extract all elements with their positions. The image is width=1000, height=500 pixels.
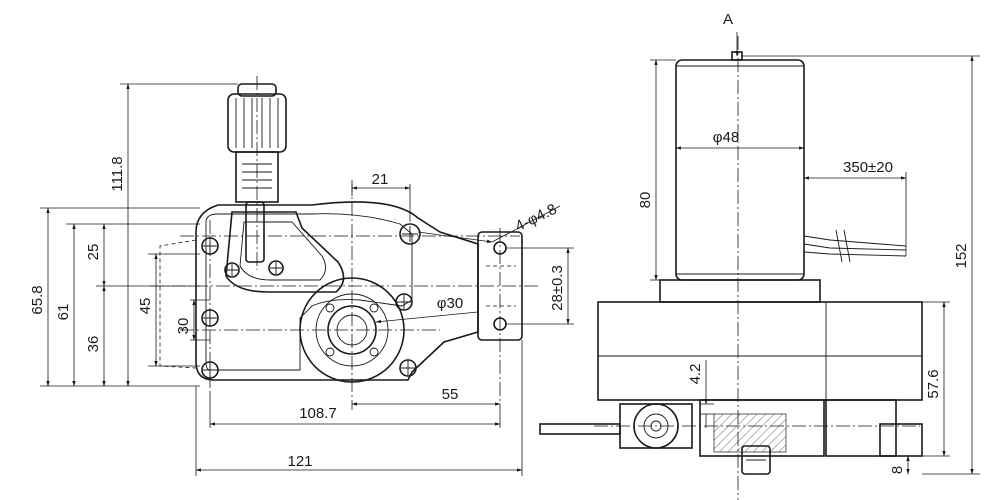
housing-plate [195, 201, 479, 381]
dim-80-label: 80 [637, 192, 654, 209]
dim-57-6-label: 57.6 [925, 369, 942, 398]
dim-phi48-label: φ48 [713, 129, 739, 146]
dim-25-label: 25 [85, 244, 102, 261]
dim-65-8-label: 65.8 [29, 285, 46, 314]
base-block [597, 301, 923, 401]
dim-55-label: 55 [442, 386, 459, 403]
leader-phi30 [375, 311, 479, 324]
leader-4-phi4-8 [417, 231, 493, 243]
front-view: 65.8 61 25 36 111.8 45 30 121 108.7 55 2… [29, 76, 574, 476]
dim-152-label: 152 [953, 243, 970, 268]
pressure-arm-inner [239, 221, 326, 281]
dim-61-label: 61 [55, 304, 72, 321]
dim-21-label: 21 [372, 171, 389, 188]
dim-121-label: 121 [287, 453, 312, 470]
dim-28-label: 28±0.3 [549, 265, 566, 311]
mounting-screws [201, 223, 421, 379]
motor-body [675, 59, 805, 281]
side-view: A [539, 11, 980, 500]
view-marker-A: A [723, 11, 733, 28]
dim-4-2-label: 4.2 [687, 364, 704, 385]
dim-30-label: 30 [175, 318, 192, 335]
dim-8-label: 8 [889, 466, 906, 474]
motor-cable [803, 229, 907, 263]
gearbox-block [659, 279, 821, 303]
dim-350-label: 350±20 [843, 159, 893, 176]
hidden-bracket [159, 239, 197, 369]
dim-111-8-label: 111.8 [109, 156, 126, 191]
dim-108-7-label: 108.7 [299, 405, 337, 422]
dim-4-phi4-8-label: 4-φ4.8 [513, 201, 560, 236]
feed-roller [180, 180, 440, 400]
dim-36-label: 36 [85, 336, 102, 353]
dim-45-label: 45 [137, 298, 154, 315]
dim-phi30-label: φ30 [437, 295, 463, 312]
tension-knob [227, 76, 287, 270]
pressure-arm [225, 211, 345, 293]
wire-guide [539, 423, 621, 435]
